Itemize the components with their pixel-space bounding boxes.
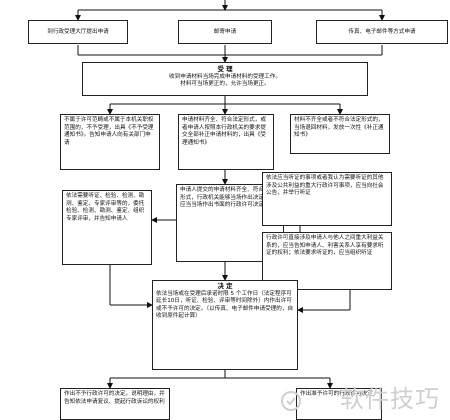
grant-decision-text: 作出准予许可的行政许可决定 [300, 391, 373, 397]
accept-box: 受 理 收到申请材料当场完成申请材料的受理工作。 材料可当场更正的，允许当场更正… [82, 62, 368, 96]
grant-decision-box: 作出准予许可的行政许可决定 [296, 388, 382, 420]
accept-line-2: 材料可当场更正的，允许当场更正。 [180, 81, 270, 88]
deny-decision-text: 作出不予行政许可的决定，说明理由，并告知依法申请复议、提起行政诉讼的权利 [64, 391, 165, 405]
stakeholder-hearing-text: 行政许可直接涉及申请人与他人之间重大利益关系的，应当告知申请人、利害关系人享有要… [266, 235, 384, 257]
fax-email-application-text: 传真、电子邮件等方式申请 [348, 29, 416, 35]
hearing-inspection-text: 依法需要听证、检验、检测、勘测、鉴定、专家评审等的，委托检验、检测、勘测、鉴定、… [66, 193, 145, 222]
accept-notice-box: 申请材料齐全、符合法定形式，或者申请人按照本行政机关的要求提交全部补正申请材料的… [178, 114, 274, 170]
watermark-text: 软件技巧 [340, 385, 440, 413]
onsite-application-text: 到行政受理大厅提出申请 [47, 29, 109, 35]
public-interest-hearing-box: 依法应当听证的事项或者我认为需要听证的其他涉及公共利益的重大行政许可事项，应当向… [262, 172, 392, 226]
decision-title: 决 定 [217, 282, 233, 290]
onsite-review-text: 申请人提交的申请材料齐全、符合法定形式，行政机关能够当场作出决定的，应当当场作出… [180, 187, 276, 209]
reject-text: 不属于许可范畴或不属于本机关职权范围的，不予受理，出具《不予受理通知书》。告知申… [64, 117, 154, 146]
hearing-inspection-box: 依法需要听证、检验、检测、勘测、鉴定、专家评审等的，委托检验、检测、勘测、鉴定、… [62, 190, 152, 265]
accept-title: 受 理 [217, 65, 233, 73]
decision-text: 依法当场或在受理后承诺时限 5 个工作日（法定程序可延长10日，听证、检验、评审… [156, 290, 294, 320]
supplement-box: 材料不齐全或者不符合法定形式的，当场退回材料，发放一次性《补正通知书》 [290, 114, 390, 154]
watermark-logo-icon [281, 391, 301, 411]
fax-email-application-box: 传真、电子邮件等方式申请 [316, 20, 448, 44]
decision-box: 决 定 依法当场或在受理后承诺时限 5 个工作日（法定程序可延长10日，听证、检… [152, 280, 298, 370]
onsite-application-box: 到行政受理大厅提出申请 [28, 20, 128, 44]
supplement-text: 材料不齐全或者不符合法定形式的，当场退回材料，发放一次性《补正通知书》 [294, 117, 384, 139]
mail-application-box: 邮寄申请 [178, 20, 272, 44]
accept-notice-text: 申请材料齐全、符合法定形式，或者申请人按照本行政机关的要求提交全部补正申请材料的… [182, 117, 266, 146]
deny-decision-box: 作出不予行政许可的决定，说明理由，并告知依法申请复议、提起行政诉讼的权利 [60, 388, 170, 420]
mail-application-text: 邮寄申请 [213, 29, 237, 35]
accept-line-1: 收到申请材料当场完成申请材料的受理工作。 [169, 73, 281, 80]
public-interest-hearing-text: 依法应当听证的事项或者我认为需要听证的其他涉及公共利益的重大行政许可事项，应当向… [266, 175, 384, 197]
reject-box: 不属于许可范畴或不属于本机关职权范围的，不予受理，出具《不予受理通知书》。告知申… [60, 114, 160, 170]
